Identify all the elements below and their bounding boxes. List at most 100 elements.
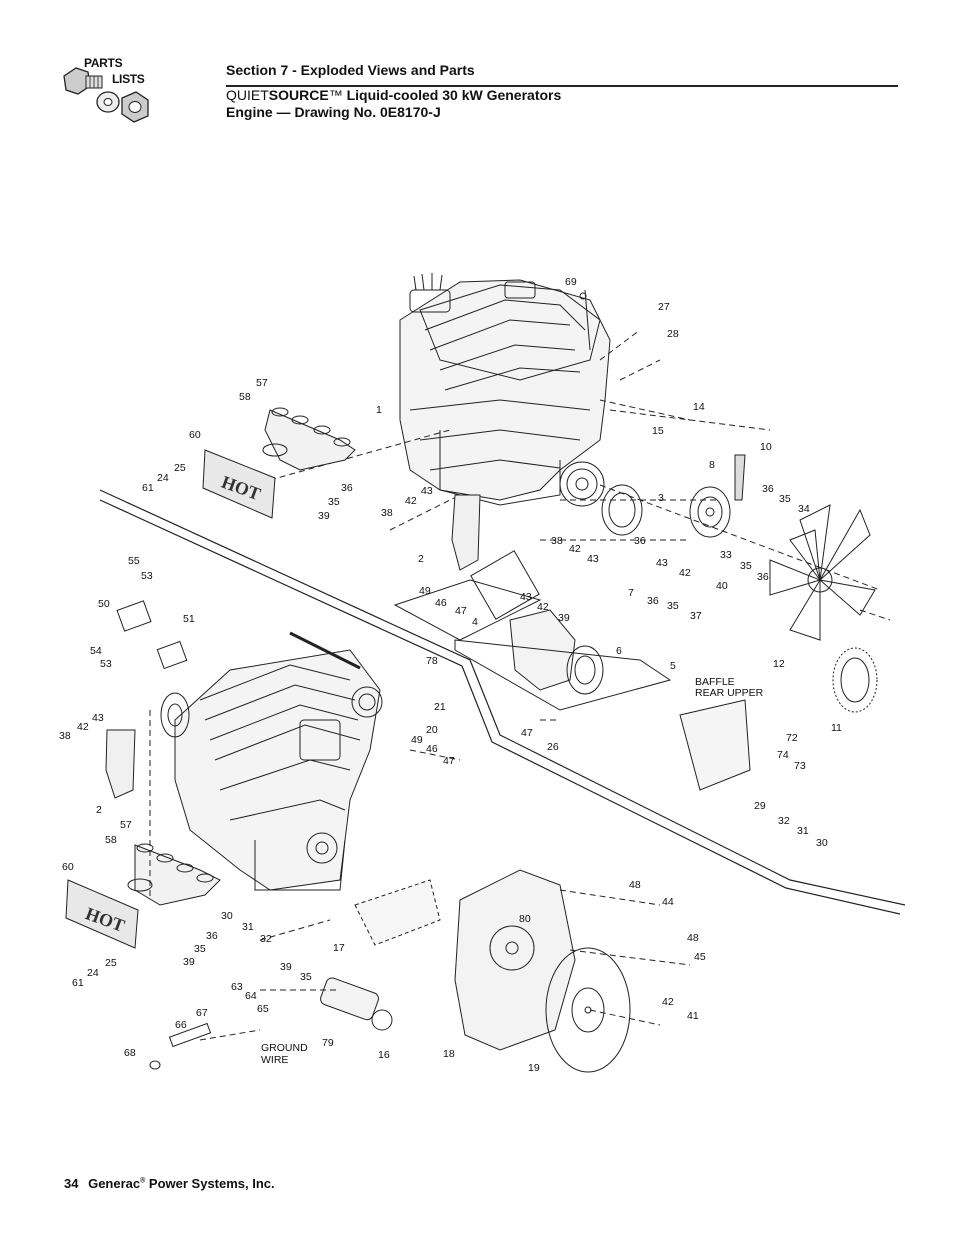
svg-text:66: 66	[175, 1019, 187, 1031]
svg-text:61: 61	[142, 482, 154, 494]
svg-text:17: 17	[333, 942, 345, 954]
svg-text:80: 80	[519, 913, 531, 925]
svg-text:36: 36	[762, 483, 774, 495]
svg-text:39: 39	[558, 612, 570, 624]
heat-shield-bottom: HOT	[65, 879, 139, 949]
bracket-top	[451, 494, 481, 571]
baffle-note-line2: REAR UPPER	[695, 687, 764, 699]
svg-text:39: 39	[318, 510, 330, 522]
svg-text:14: 14	[693, 401, 705, 413]
svg-text:53: 53	[100, 658, 112, 670]
svg-text:7: 7	[628, 587, 634, 599]
svg-text:24: 24	[87, 967, 99, 979]
bracket-bottom	[105, 729, 136, 799]
svg-text:69: 69	[565, 276, 577, 288]
svg-text:6: 6	[616, 645, 622, 657]
svg-text:31: 31	[242, 921, 254, 933]
fan-clutch-11	[832, 647, 878, 713]
svg-text:8: 8	[709, 459, 715, 471]
svg-text:36: 36	[206, 930, 218, 942]
svg-text:10: 10	[760, 441, 772, 453]
svg-text:44: 44	[662, 896, 674, 908]
shield-17	[354, 879, 441, 946]
svg-text:26: 26	[547, 741, 559, 753]
svg-text:47: 47	[455, 605, 467, 617]
pulley-3	[601, 484, 643, 536]
svg-text:27: 27	[658, 301, 670, 313]
svg-text:37: 37	[690, 610, 702, 622]
svg-text:38: 38	[551, 535, 563, 547]
page-footer: 34 Generac® Power Systems, Inc.	[64, 1176, 275, 1191]
svg-text:24: 24	[157, 472, 169, 484]
svg-text:43: 43	[92, 712, 104, 724]
svg-text:67: 67	[196, 1007, 208, 1019]
svg-text:35: 35	[194, 943, 206, 955]
bracket-51	[156, 640, 188, 670]
svg-text:60: 60	[189, 429, 201, 441]
svg-text:54: 54	[90, 645, 102, 657]
exhaust-manifold-bottom	[127, 843, 221, 906]
svg-text:3: 3	[658, 492, 664, 504]
header-rule	[226, 85, 898, 87]
svg-text:73: 73	[794, 760, 806, 772]
svg-text:42: 42	[679, 567, 691, 579]
drawing-title: Engine — Drawing No. 0E8170-J	[226, 104, 441, 120]
page-number: 34	[64, 1176, 79, 1191]
svg-text:32: 32	[260, 933, 272, 945]
parts-lists-logo: PARTS LISTS	[60, 56, 160, 130]
svg-text:1: 1	[376, 404, 382, 416]
svg-text:28: 28	[667, 328, 679, 340]
svg-text:45: 45	[694, 951, 706, 963]
svg-text:35: 35	[740, 560, 752, 572]
svg-text:36: 36	[341, 482, 353, 494]
svg-text:63: 63	[231, 981, 243, 993]
divider-line	[99, 489, 906, 906]
heat-shield-top: HOT	[202, 449, 276, 519]
exhaust-manifold-top	[262, 407, 356, 471]
subtitle-rest: Liquid-cooled 30 kW Generators	[342, 87, 562, 103]
plate	[470, 550, 540, 620]
notes: BAFFLE REAR UPPER GROUND WIRE	[261, 676, 764, 1066]
footer-company-rest: Power Systems, Inc.	[145, 1176, 275, 1191]
svg-text:30: 30	[221, 910, 233, 922]
svg-text:65: 65	[257, 1003, 269, 1015]
svg-text:53: 53	[141, 570, 153, 582]
svg-text:49: 49	[411, 734, 423, 746]
top-guide-lines	[269, 329, 891, 621]
svg-text:47: 47	[521, 727, 533, 739]
bottom-engine	[160, 631, 383, 891]
svg-text:61: 61	[72, 977, 84, 989]
svg-text:58: 58	[105, 834, 117, 846]
svg-text:42: 42	[662, 996, 674, 1008]
svg-text:58: 58	[239, 391, 251, 403]
svg-text:48: 48	[629, 879, 641, 891]
svg-text:20: 20	[426, 724, 438, 736]
svg-text:42: 42	[77, 721, 89, 733]
baffle-note-line1: BAFFLE	[695, 676, 735, 688]
svg-text:35: 35	[667, 600, 679, 612]
svg-text:18: 18	[443, 1048, 455, 1060]
timing-cover	[454, 609, 672, 711]
svg-text:42: 42	[569, 543, 581, 555]
svg-text:19: 19	[528, 1062, 540, 1074]
svg-text:40: 40	[716, 580, 728, 592]
svg-text:36: 36	[634, 535, 646, 547]
nut-bolt-icon	[63, 67, 149, 123]
svg-text:50: 50	[98, 598, 110, 610]
svg-text:43: 43	[656, 557, 668, 569]
svg-text:29: 29	[754, 800, 766, 812]
svg-text:46: 46	[426, 743, 438, 755]
footer-company: Generac	[88, 1176, 141, 1191]
subtitle: QUIETSOURCE™ Liquid-cooled 30 kW Generat…	[226, 87, 561, 103]
svg-text:38: 38	[59, 730, 71, 742]
ground-note-line2: WIRE	[261, 1054, 288, 1066]
fan-12	[769, 504, 876, 641]
bracket-50	[116, 600, 152, 632]
svg-text:57: 57	[256, 377, 268, 389]
adapter-housing-18	[454, 869, 576, 1051]
top-engine	[399, 273, 611, 507]
footer-registered: ®	[140, 1177, 146, 1185]
svg-text:51: 51	[183, 613, 195, 625]
subtitle-tm: ™	[328, 87, 343, 103]
